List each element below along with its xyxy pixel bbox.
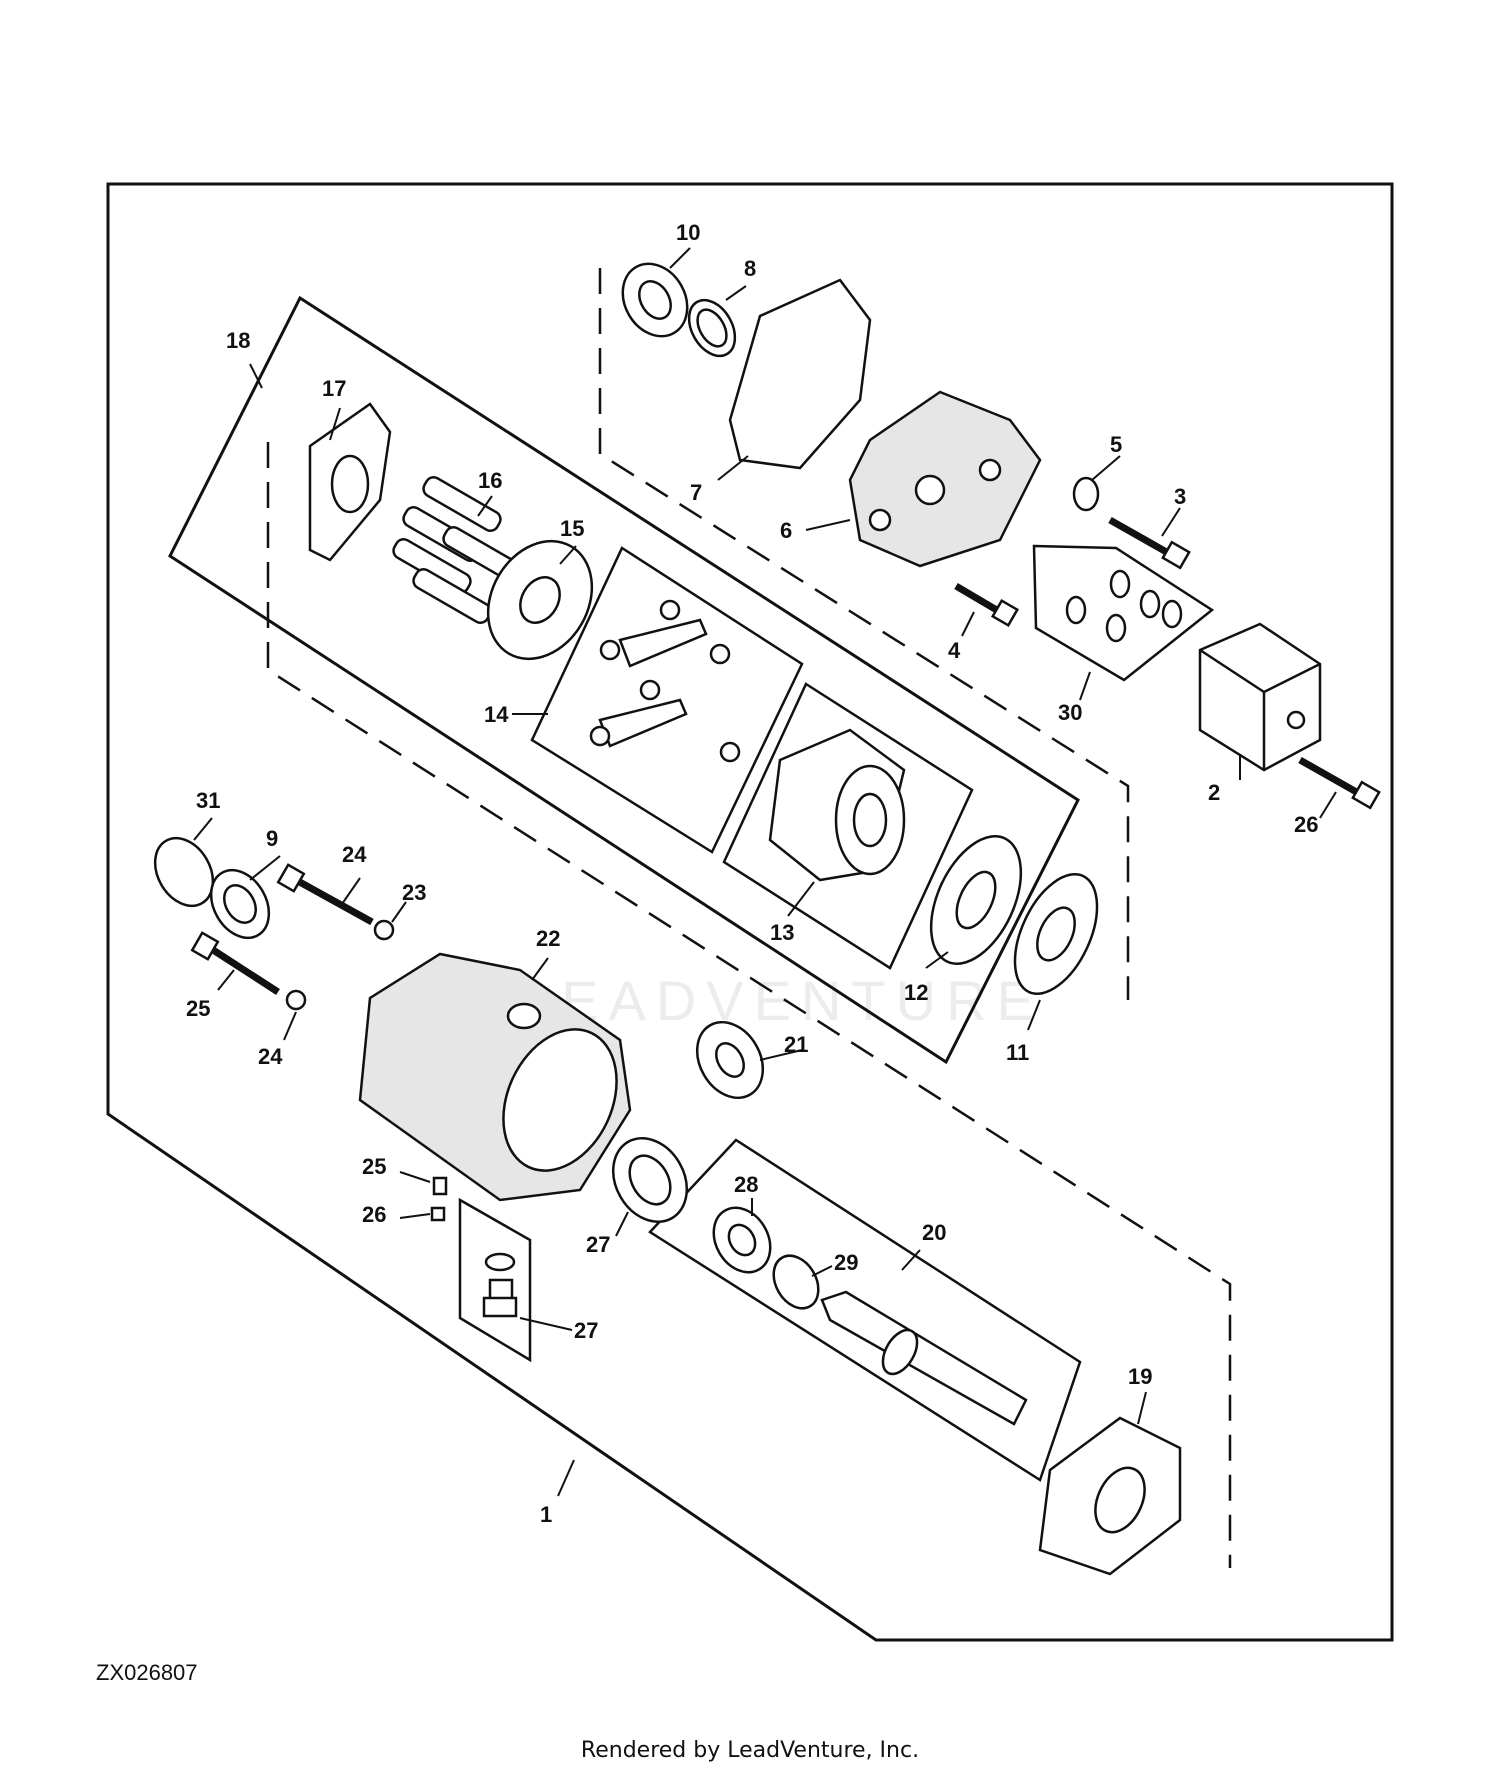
leader-lines bbox=[193, 247, 1337, 1497]
callout-24-lower: 25 bbox=[186, 996, 210, 1021]
callout-29: 27 bbox=[586, 1232, 610, 1257]
callout-21: 21 bbox=[784, 1032, 808, 1057]
callout-7: 7 bbox=[690, 480, 702, 505]
callout-23-lower: 24 bbox=[258, 1044, 283, 1069]
callout-22: 22 bbox=[536, 926, 560, 951]
callout-15: 15 bbox=[560, 516, 584, 541]
watermark: LEADVENTURE bbox=[520, 969, 1044, 1032]
part-31-snap-ring bbox=[772, 1254, 820, 1310]
callout-11: 11 bbox=[1006, 1040, 1029, 1065]
box-18 bbox=[168, 295, 1080, 1065]
part-4-bolt bbox=[954, 582, 1020, 628]
diagram-code: ZX026807 bbox=[96, 1660, 198, 1685]
footer-credit: Rendered by LeadVenture, Inc. bbox=[580, 1738, 920, 1763]
callout-16: 16 bbox=[478, 468, 502, 493]
callout-20: 20 bbox=[922, 1220, 946, 1245]
part-27-drain-plug bbox=[482, 1252, 518, 1318]
callout-labels: 10 8 7 6 5 3 4 30 2 26 18 17 16 15 14 13… bbox=[186, 220, 1318, 1527]
callout-num-27: 27 bbox=[574, 1318, 598, 1343]
part-12-valve-plate bbox=[929, 835, 1023, 965]
assembly-outline bbox=[106, 182, 1394, 1642]
callout-24-upper: 24 bbox=[342, 842, 367, 867]
part-19-flange bbox=[1038, 1416, 1182, 1576]
part-26-plug bbox=[430, 1206, 446, 1222]
part-17-plate bbox=[308, 402, 392, 562]
dashed-outline-rear bbox=[598, 268, 1130, 1000]
callout-num-26: 26 bbox=[362, 1202, 386, 1227]
part-29-seal bbox=[611, 1137, 689, 1223]
part-10-bearing bbox=[621, 262, 689, 338]
callout-31: 29 bbox=[834, 1250, 858, 1275]
callout-30: 28 bbox=[734, 1172, 758, 1197]
part-5-washer bbox=[1072, 476, 1100, 512]
part-22-housing bbox=[358, 952, 632, 1202]
part-13-cylinder-block bbox=[768, 728, 906, 882]
part-2-valve-block bbox=[1198, 622, 1322, 772]
callout-28: 26 bbox=[1294, 812, 1318, 837]
box-32 bbox=[1032, 544, 1215, 682]
callout-9: 9 bbox=[266, 826, 278, 851]
part-28-bolt bbox=[1298, 756, 1381, 810]
box-14 bbox=[530, 546, 804, 854]
part-30-bearing bbox=[712, 1206, 772, 1274]
part-33-snap-ring bbox=[153, 836, 215, 908]
callout-18: 18 bbox=[226, 328, 250, 353]
callout-17: 17 bbox=[322, 376, 346, 401]
callout-4: 4 bbox=[948, 638, 961, 663]
part-14-retainers bbox=[589, 599, 741, 763]
callout-33: 31 bbox=[196, 788, 220, 813]
part-24-bolt-lower bbox=[190, 931, 280, 995]
callout-14: 14 bbox=[484, 702, 509, 727]
part-20-shaft bbox=[820, 1290, 1028, 1426]
part-15-swashplate bbox=[486, 539, 594, 661]
callout-num-25: 25 bbox=[362, 1154, 386, 1179]
callout-32: 30 bbox=[1058, 700, 1082, 725]
callout-13: 13 bbox=[770, 920, 794, 945]
part-23-washer-upper bbox=[373, 919, 395, 941]
part-11-thrust-plate bbox=[1013, 872, 1099, 996]
part-23-washer-lower bbox=[285, 989, 307, 1011]
callout-3: 3 bbox=[1174, 484, 1186, 509]
callout-10: 10 bbox=[676, 220, 700, 245]
callout-2: 2 bbox=[1208, 780, 1220, 805]
part-3-bolt bbox=[1108, 516, 1191, 570]
part-21-bearing bbox=[695, 1021, 765, 1099]
callout-8: 8 bbox=[744, 256, 756, 281]
part-16-pistons bbox=[392, 476, 522, 624]
part-9-seal bbox=[209, 868, 271, 940]
callout-12: 12 bbox=[904, 980, 928, 1005]
callout-5: 5 bbox=[1110, 432, 1122, 457]
part-24-bolt-upper bbox=[276, 863, 374, 926]
part-7-gasket bbox=[728, 278, 872, 470]
part-32-rings bbox=[1065, 569, 1183, 643]
callout-23-upper: 23 bbox=[402, 880, 426, 905]
callout-1: 1 bbox=[540, 1502, 552, 1527]
part-6-end-cap bbox=[848, 390, 1042, 568]
box-27 bbox=[458, 1197, 532, 1363]
callout-19: 19 bbox=[1128, 1364, 1152, 1389]
callout-6: 6 bbox=[780, 518, 792, 543]
box-13 bbox=[722, 682, 974, 970]
part-25-fitting bbox=[432, 1176, 448, 1196]
part-8-seal bbox=[687, 298, 737, 358]
